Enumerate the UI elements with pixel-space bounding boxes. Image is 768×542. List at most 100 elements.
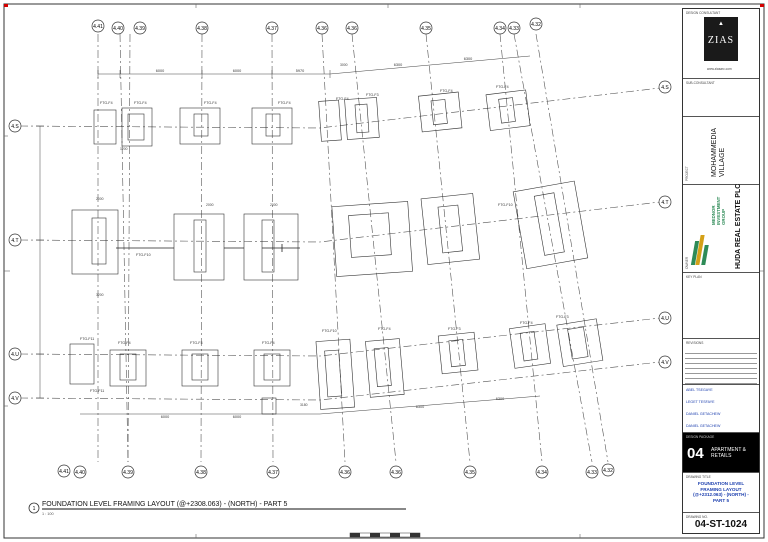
drawing-number-section: DRAWING NO. 04-ST-1024 [683,513,759,533]
svg-text:4.37: 4.37 [267,26,277,32]
grid-bubble-top-4.41: 4.41 [91,19,105,33]
svg-text:4.V: 4.V [11,396,19,402]
svg-text:6300: 6300 [416,405,424,409]
svg-text:6300: 6300 [496,397,504,401]
drawing-title-section: DRAWING TITLE FOUNDATION LEVEL FRAMING L… [683,473,759,513]
grid-bubble-bottom-4.39: 4.39 [121,465,135,479]
grid-bubble-left-4.V: 4.V [8,391,22,405]
grid-bubble-bottom-4.33: 4.33 [585,465,599,479]
svg-text:4.39: 4.39 [123,470,133,476]
svg-text:4.38: 4.38 [196,470,206,476]
checker-name: LEGET TESFAYE [686,400,715,404]
svg-text:4.36: 4.36 [340,470,350,476]
view-number-bubble [28,502,40,514]
svg-text:2000: 2000 [270,203,278,207]
package-name: APARTMENT & RETAILS [711,447,747,459]
view-title-text: FOUNDATION LEVEL FRAMING LAYOUT (@+2308.… [42,501,287,508]
svg-text:3000: 3000 [340,63,348,67]
drawing-number-label: DRAWING NO. [686,515,708,519]
drawing-title-label: DRAWING TITLE [686,475,711,479]
grid-bubble-top-4.36b: 4.36 [345,21,359,35]
mednor-logo [690,231,709,265]
svg-text:FTG-F4: FTG-F4 [190,341,203,345]
grid-bubbles-left: 4.S 4.T 4.U 4.V [8,119,22,405]
svg-text:FTG-F10: FTG-F10 [136,253,151,257]
svg-text:FTG-F4: FTG-F4 [520,321,533,325]
footing [71,209,119,275]
svg-text:4.40: 4.40 [75,470,85,476]
footings-curved-region [315,89,604,410]
svg-text:4.U: 4.U [11,352,19,358]
svg-text:3180: 3180 [300,403,308,407]
svg-text:4.T: 4.T [11,238,18,244]
grid-bubble-right-4.U: 4.U [658,311,672,325]
svg-text:FTG-F4: FTG-F4 [440,89,453,93]
grid-bubble-bottom-4.40: 4.40 [73,465,87,479]
svg-text:4.36: 4.36 [391,470,401,476]
footing [243,213,299,281]
svg-text:4.34: 4.34 [537,470,547,476]
strap-beams [116,244,300,252]
people-section: ABEL TSEGAYE LEGET TESFAYE DANIEL GETACH… [683,385,759,433]
svg-text:4.33: 4.33 [509,26,519,32]
dimension-string-bottom [80,395,541,415]
footing-tags: FTG-F4 FTG-F4 FTG-F4 FTG-F4 FTG-F4 FTG-F… [80,85,569,393]
svg-text:4.U: 4.U [661,316,669,322]
zias-logo: ▲ ZIAS [704,17,738,61]
svg-text:2000: 2000 [206,203,214,207]
svg-text:4.S: 4.S [661,85,669,91]
dimension-labels-bottom: 6000 6000 6300 6300 [161,397,504,419]
svg-text:5970: 5970 [296,69,304,73]
owner-label: OWNER [685,256,689,269]
view-title: 1 FOUNDATION LEVEL FRAMING LAYOUT (@+230… [28,501,406,516]
revision-table [685,349,757,384]
keyplan-section: KEY PLAN [683,273,759,339]
grid-bubble-right-4.V: 4.V [658,355,672,369]
footing [109,349,147,387]
grid-bubble-top-4.39: 4.39 [133,21,147,35]
grid-bubble-bottom-4.36b: 4.36 [389,465,403,479]
consultant-label: DESIGN CONSULTANT [686,11,721,15]
project-label: PROJECT [685,166,689,181]
issuer-name: DANIEL GETACHEW [686,424,721,428]
footing [173,213,225,281]
footings-straight-region [69,107,299,415]
svg-text:2000: 2000 [96,197,104,201]
grid-bubble-top-4.40: 4.40 [111,21,125,35]
svg-text:3200: 3200 [96,293,104,297]
footing [181,349,219,387]
grid-bubble-bottom-4.35: 4.35 [463,465,477,479]
logo-url: www.ziasarc.com [707,67,732,71]
view-scale: 1 : 100 [42,512,54,516]
svg-text:4.39: 4.39 [135,26,145,32]
grid-bubble-top-4.36a: 4.36 [315,21,329,35]
svg-text:FTG-F3: FTG-F3 [366,93,379,97]
svg-text:4.35: 4.35 [465,470,475,476]
grid-bubble-left-4.S: 4.S [8,119,22,133]
svg-text:4.S: 4.S [11,124,19,130]
svg-text:FTG-F4: FTG-F4 [262,341,275,345]
corner-mark-tr [760,4,764,7]
svg-text:4.33: 4.33 [587,470,597,476]
footing [69,343,95,385]
project-section: PROJECT MOHAMMEDIA VILLAGE [683,117,759,185]
svg-text:4.36: 4.36 [317,26,327,32]
svg-text:6000: 6000 [233,415,241,419]
footing [121,107,153,147]
owner-group: MEDNOR INVESTMENT GROUP [711,196,726,225]
grid-bubbles-right: 4.S 4.T 4.U 4.V [658,80,672,369]
svg-text:6000: 6000 [156,69,164,73]
svg-text:4.41: 4.41 [93,24,103,30]
owner-name: HUDA REAL ESTATE PLC [735,183,742,269]
svg-text:FTG-F4: FTG-F4 [496,85,509,89]
svg-text:FTG-F3: FTG-F3 [448,327,461,331]
svg-text:FTG-F4: FTG-F4 [336,97,349,101]
svg-text:FTG-F4: FTG-F4 [100,101,113,105]
svg-text:FTG-F10: FTG-F10 [498,203,513,207]
svg-text:4.32: 4.32 [603,468,613,474]
scale-bar [349,532,421,538]
approver-name: DANIEL GETACHEW [686,412,721,416]
grid-bubble-bottom-4.41: 4.41 [57,464,71,478]
grid-bubble-bottom-4.32: 4.32 [601,463,615,477]
package-label: DESIGN PACKAGE [686,435,715,439]
